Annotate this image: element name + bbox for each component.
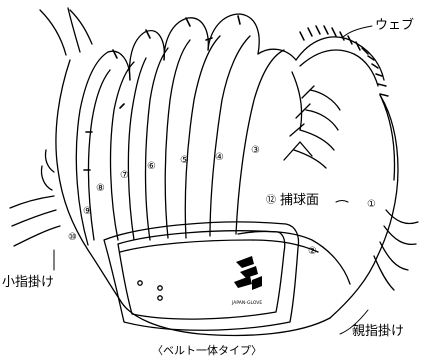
brand-logo-text: JAPAN-GLOVE (231, 300, 262, 306)
part-marker-5: ⑤ (180, 155, 189, 166)
web-top-stitches (299, 25, 389, 97)
top-lace-strings (39, 7, 93, 56)
part-marker-8: ⑧ (96, 183, 105, 194)
part-marker-7: ⑦ (120, 170, 129, 181)
label-thumb-hook: 親指掛け (352, 324, 404, 339)
brand-logo: JAPAN-GLOVE (231, 256, 262, 306)
part-marker-2: ② (308, 246, 317, 257)
part-labels: ウェブ 捕球面 小指掛け 親指掛け 〈ベルト一体タイプ〉 (2, 17, 414, 357)
part-marker-1: ① (367, 199, 376, 210)
finger-stitching (83, 15, 241, 171)
glove-outline (55, 59, 399, 337)
part-marker-3: ③ (251, 145, 260, 156)
finger-stalls (75, 13, 297, 246)
part-markers: ① ② ③ ④ ⑤ ⑥ ⑦ ⑧ ⑨ ⑩ ⑫ (68, 145, 376, 257)
part-marker-10: ⑩ (68, 232, 77, 243)
caption-belt-type: 〈ベルト一体タイプ〉 (152, 343, 262, 357)
label-catching-surface: 捕球面 (280, 192, 319, 208)
label-web: ウェブ (375, 17, 414, 33)
part-marker-12: ⑫ (266, 194, 276, 206)
part-marker-4: ④ (215, 152, 224, 163)
pinky-side-laces (9, 149, 61, 247)
palm-lines (119, 230, 351, 285)
label-pinky-hook: 小指掛け (2, 275, 54, 290)
thumb-side-laces (373, 94, 419, 291)
part-marker-6: ⑥ (147, 161, 156, 172)
belt-strap (103, 221, 300, 331)
leader-lines (53, 25, 373, 335)
part-marker-9: ⑨ (83, 206, 92, 217)
